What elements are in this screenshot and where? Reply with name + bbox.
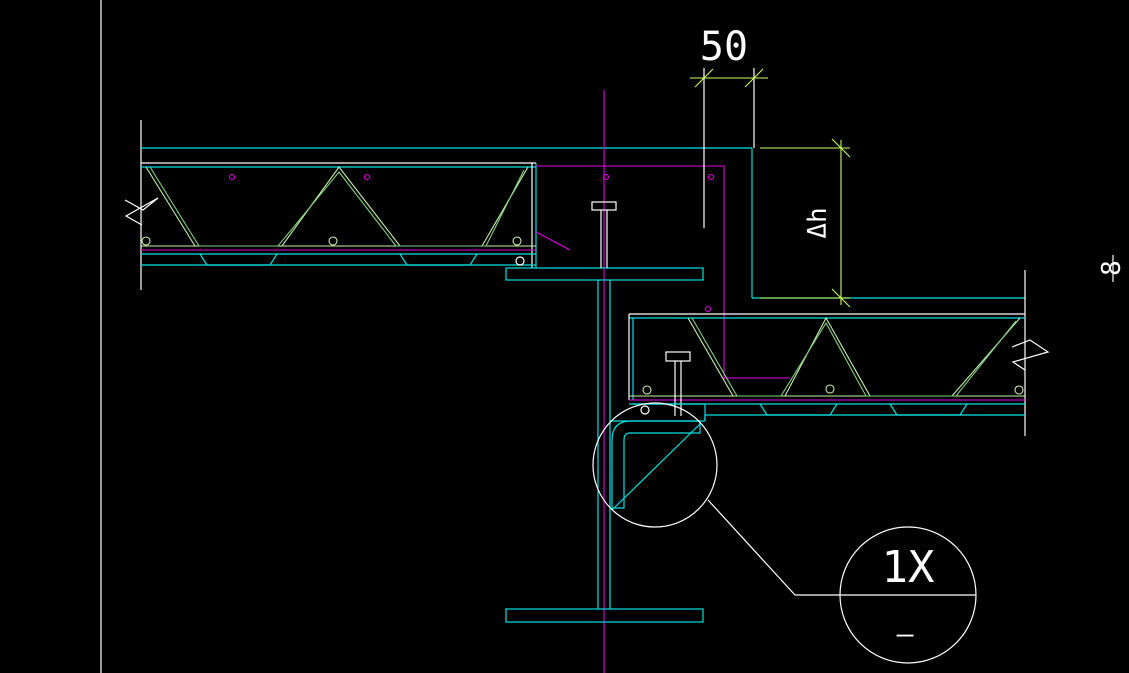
vertical-dimension: Δh: [760, 138, 851, 308]
horizontal-dimension: 50: [690, 24, 768, 228]
detail-circle[interactable]: [592, 402, 718, 528]
dim-50-label: 50: [700, 24, 748, 70]
upper-slab: [124, 120, 1025, 379]
angle-detail: [611, 403, 706, 511]
steel-beam: [505, 90, 704, 673]
dim-delta-h-label: Δh: [803, 207, 833, 238]
edge-text: 8: [1097, 260, 1127, 276]
detail-callout-bubble[interactable]: 1X –: [839, 526, 977, 664]
callout-top-label: 1X: [882, 542, 935, 593]
callout-leader-line: [707, 499, 840, 596]
lower-slab: [610, 270, 1050, 436]
callout-bottom-label: –: [897, 617, 914, 650]
